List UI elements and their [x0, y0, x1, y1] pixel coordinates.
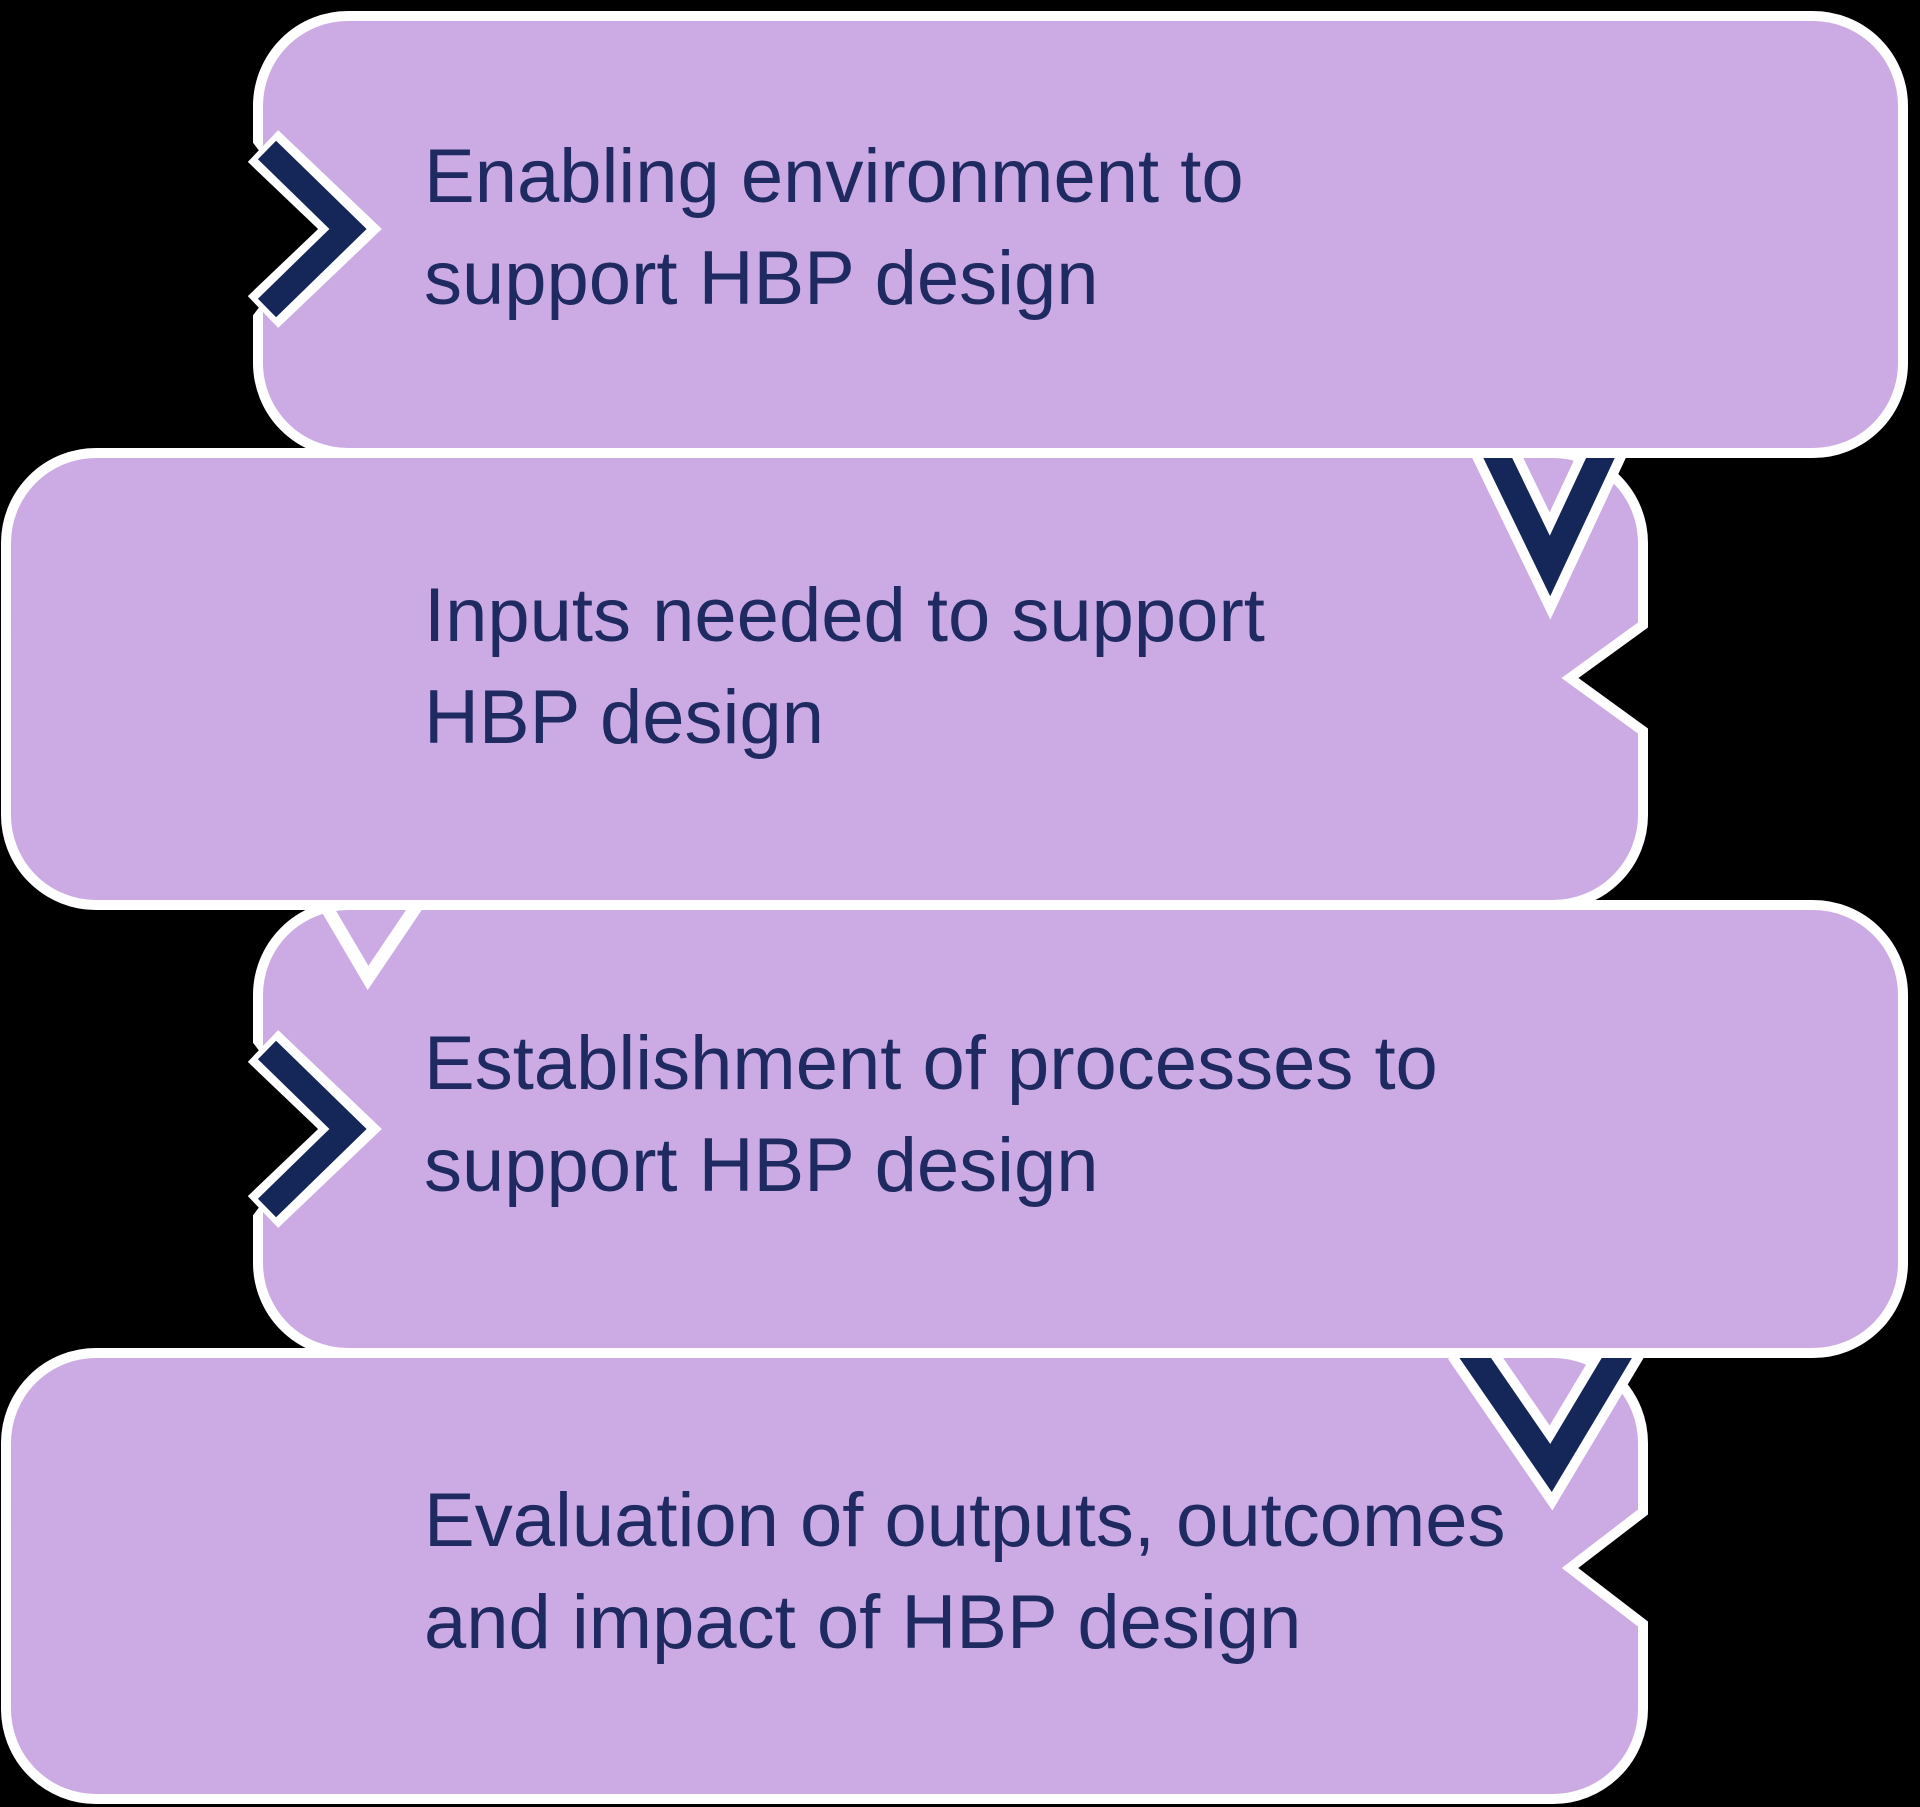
step-2-box — [1, 448, 1648, 910]
connector-2-3-chevron-down-icon — [315, 894, 428, 991]
step-3-left-notch — [251, 1040, 318, 1218]
step-1-chevron-right-icon — [257, 140, 367, 318]
step-4-box — [1, 1348, 1648, 1804]
step-3-label: Establishment of processes to support HB… — [424, 1021, 1438, 1208]
step-1-box — [253, 11, 1908, 458]
step-1-left-notch — [251, 140, 318, 318]
step-2-label: Inputs needed to support HBP design — [424, 573, 1265, 760]
step-3-box — [253, 900, 1908, 1358]
step-3-chevron-right-icon — [257, 1040, 367, 1218]
step-1-label: Enabling environment to support HBP desi… — [424, 134, 1244, 321]
step-4-label: Evaluation of outputs, outcomes and impa… — [424, 1478, 1506, 1665]
connector-3-4-chevron-down-icon — [1456, 1338, 1636, 1493]
connector-1-2-chevron-down-icon — [1480, 440, 1618, 597]
